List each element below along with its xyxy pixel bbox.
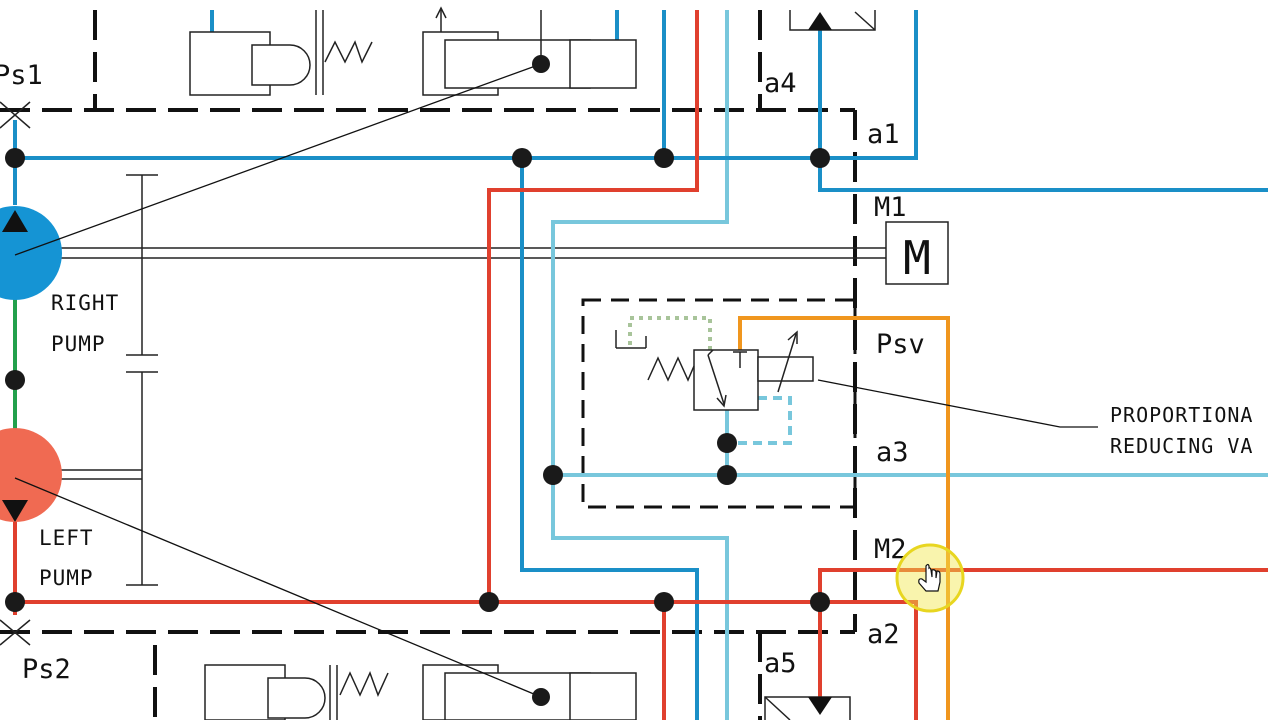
label-valve-1: PROPORTIONA xyxy=(1110,403,1253,427)
label-left-pump-1: LEFT xyxy=(39,526,94,550)
label-a1: a1 xyxy=(867,119,900,150)
motor-m1: M xyxy=(885,221,949,285)
label-a2: a2 xyxy=(867,619,900,650)
label-left-pump-2: PUMP xyxy=(39,566,94,590)
ps-markers xyxy=(0,101,31,646)
drive-shafts xyxy=(55,174,888,586)
drain-line xyxy=(628,316,712,352)
valve-dashed-box xyxy=(581,298,857,509)
label-a4: a4 xyxy=(764,68,797,99)
label-valve-2: REDUCING VA xyxy=(1110,434,1253,458)
right-pump xyxy=(0,206,62,300)
label-psv: Psv xyxy=(876,329,925,360)
proportional-reducing-valve xyxy=(615,330,814,411)
leader-lines xyxy=(14,63,1098,698)
label-right-pump-1: RIGHT xyxy=(51,291,119,315)
label-a5: a5 xyxy=(764,648,797,679)
label-m1: M1 xyxy=(874,192,907,223)
hand-pointer-icon xyxy=(895,543,965,613)
pressure-lines-blue xyxy=(13,10,1268,720)
supply-line xyxy=(738,316,950,720)
bottom-valve-components xyxy=(204,664,851,720)
label-ps2: Ps2 xyxy=(22,654,71,685)
junction-dots xyxy=(5,55,830,706)
label-a3: a3 xyxy=(876,437,909,468)
top-valve-components xyxy=(189,6,876,96)
left-pump xyxy=(0,428,62,522)
svg-text:M: M xyxy=(903,231,931,285)
label-right-pump-2: PUMP xyxy=(51,332,106,356)
label-ps1: Ps1 xyxy=(0,60,43,91)
